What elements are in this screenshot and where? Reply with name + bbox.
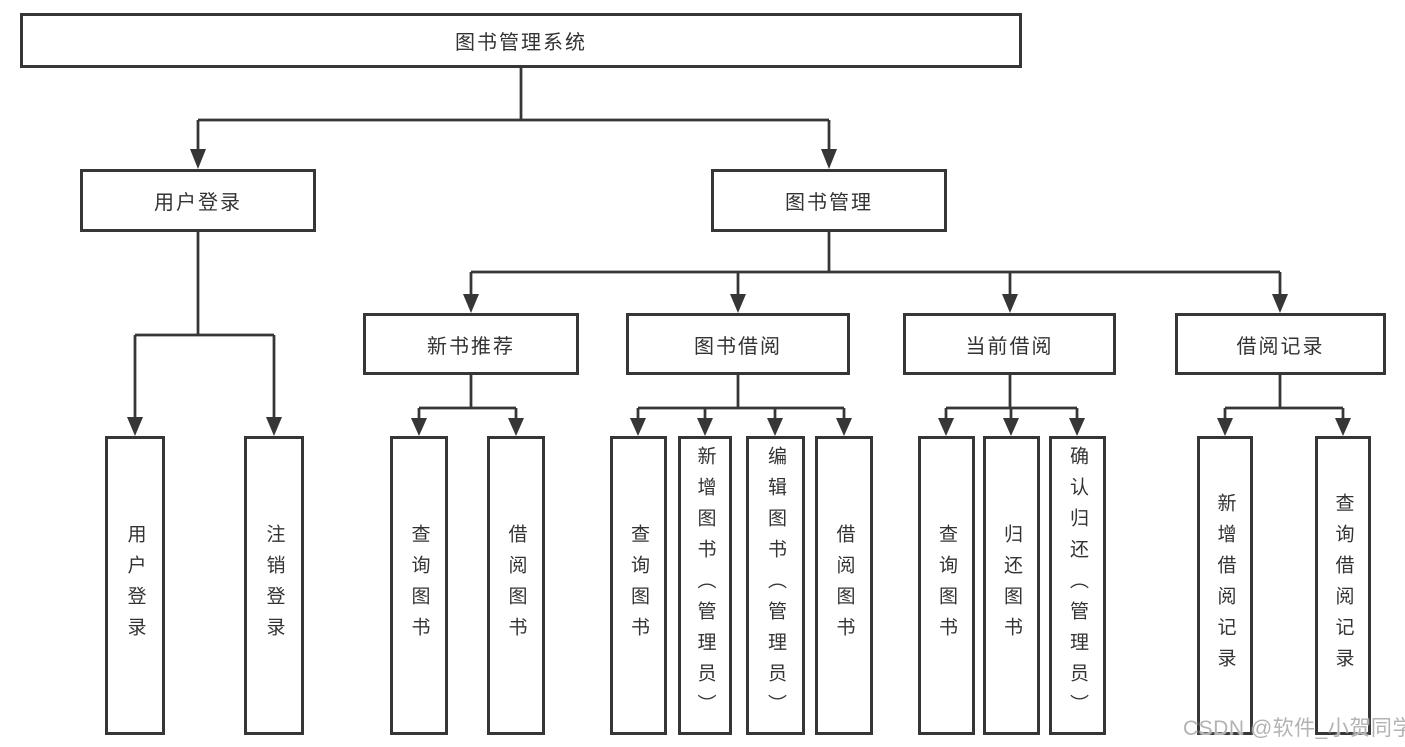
leaf-edit-book-admin: 编辑图书（管理员） — [746, 436, 805, 735]
node-borrow-records: 借阅记录 — [1175, 313, 1386, 375]
leaf-return-books: 归还图书 — [983, 436, 1040, 735]
leaf-return-books-label: 归还图书 — [1001, 523, 1022, 648]
leaf-query-books-current: 查询图书 — [918, 436, 975, 735]
leaf-logout-label: 注销登录 — [263, 523, 285, 648]
leaf-user-login-label: 用户登录 — [124, 523, 146, 648]
leaf-add-book-admin-label: 新增图书（管理员） — [694, 446, 716, 725]
node-user-login-label: 用户登录 — [154, 192, 242, 214]
leaf-query-books-borrow-label: 查询图书 — [628, 523, 649, 648]
leaf-add-borrow-record: 新增借阅记录 — [1197, 436, 1253, 735]
leaf-confirm-return-admin-label: 确认归还（管理员） — [1067, 446, 1088, 725]
node-library-system-label: 图书管理系统 — [455, 32, 587, 54]
leaf-query-books-borrow: 查询图书 — [610, 436, 667, 735]
leaf-logout: 注销登录 — [244, 436, 304, 735]
leaf-confirm-return-admin: 确认归还（管理员） — [1049, 436, 1106, 735]
node-book-management: 图书管理 — [711, 169, 947, 232]
leaf-add-borrow-record-label: 新增借阅记录 — [1214, 492, 1236, 679]
node-book-borrow: 图书借阅 — [626, 313, 850, 375]
node-current-borrow: 当前借阅 — [903, 313, 1116, 375]
node-book-management-label: 图书管理 — [785, 192, 873, 214]
node-borrow-records-label: 借阅记录 — [1236, 335, 1325, 358]
node-new-book-recommend: 新书推荐 — [363, 313, 579, 375]
leaf-add-book-admin: 新增图书（管理员） — [678, 436, 732, 735]
leaf-user-login: 用户登录 — [105, 436, 165, 735]
leaf-query-books-current-label: 查询图书 — [936, 523, 957, 648]
leaf-borrow-books: 借阅图书 — [815, 436, 873, 735]
node-current-borrow-label: 当前借阅 — [965, 335, 1054, 358]
node-user-login: 用户登录 — [80, 169, 316, 232]
leaf-edit-book-admin-label: 编辑图书（管理员） — [765, 446, 786, 725]
leaf-borrow-books-recommend: 借阅图书 — [487, 436, 545, 735]
node-book-borrow-label: 图书借阅 — [694, 335, 782, 358]
leaf-query-borrow-record-label: 查询借阅记录 — [1332, 492, 1354, 679]
leaf-borrow-books-label: 借阅图书 — [833, 523, 855, 648]
leaf-query-books-recommend: 查询图书 — [390, 436, 448, 735]
watermark: CSDN @软件_小贺同学 — [1183, 717, 1405, 740]
node-library-system: 图书管理系统 — [20, 13, 1022, 68]
node-new-book-recommend-label: 新书推荐 — [427, 335, 515, 358]
leaf-borrow-books-recommend-label: 借阅图书 — [505, 523, 527, 648]
leaf-query-borrow-record: 查询借阅记录 — [1315, 436, 1371, 735]
leaf-query-books-recommend-label: 查询图书 — [408, 523, 430, 648]
